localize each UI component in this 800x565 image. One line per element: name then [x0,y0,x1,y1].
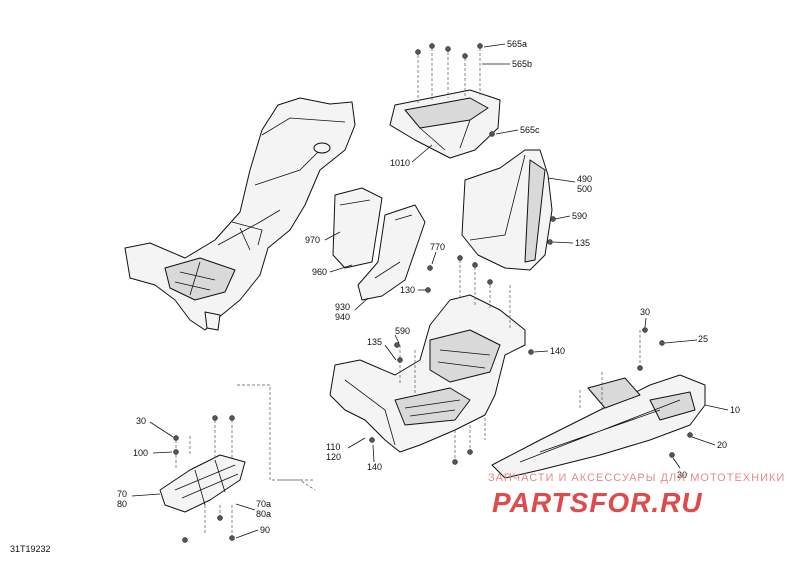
fasteners [173,43,693,543]
callout-135-lower: 135 [367,337,382,347]
callout-80: 80 [117,499,127,509]
callout-100: 100 [133,448,148,458]
callout-930: 930 [335,302,350,312]
skid-plate-part-10 [491,374,706,479]
callout-30-skid: 30 [677,470,687,480]
callout-30-left: 30 [136,416,146,426]
callout-565b: 565b [512,59,532,69]
callout-labels: 565a 565b 565c 1010 490 500 590 135 970 … [10,39,740,554]
callout-70a: 70a [256,499,271,509]
figure-code: 31T19232 [10,544,51,554]
callout-30-top: 30 [640,307,650,317]
watermark-brand: PARTSFOR.RU [492,487,703,518]
callout-135-upper: 135 [575,238,590,248]
side-panel-970 [332,187,383,269]
watermark-tagline: ЗАПЧАСТИ И АКСЕССУАРЫ ДЛЯ МОТОТЕХНИКИ [488,472,785,484]
callout-70: 70 [117,489,127,499]
rear-rack-part-1010 [389,48,501,159]
leader-lines [131,43,729,539]
callout-140-bottom: 140 [367,462,382,472]
callout-940: 940 [335,312,350,322]
callout-565a: 565a [507,39,527,49]
guide-lines [175,255,641,535]
callout-10: 10 [730,405,740,415]
side-panel-930 [357,204,426,301]
callout-25: 25 [698,334,708,344]
fender-body-part [124,97,356,331]
callout-565c: 565c [520,125,540,135]
callout-500: 500 [577,184,592,194]
footrest-part-70 [159,454,246,513]
callout-80a: 80a [256,509,271,519]
callout-590-lower: 590 [395,326,410,336]
callout-130: 130 [400,285,415,295]
callout-590-upper: 590 [572,211,587,221]
callout-140-right: 140 [550,346,565,356]
callout-490: 490 [577,174,592,184]
watermark: ЗАПЧАСТИ И АКСЕССУАРЫ ДЛЯ МОТОТЕХНИКИ PA… [488,472,785,518]
callout-90: 90 [260,525,270,535]
callout-970: 970 [305,235,320,245]
rear-fender-part-490 [461,149,553,271]
footwell-body-part-110 [329,294,526,453]
callout-960: 960 [312,267,327,277]
callout-770: 770 [430,242,445,252]
callout-20: 20 [717,440,727,450]
callout-110: 110 [326,442,340,452]
callout-1010: 1010 [390,158,410,168]
callout-120: 120 [326,452,341,462]
